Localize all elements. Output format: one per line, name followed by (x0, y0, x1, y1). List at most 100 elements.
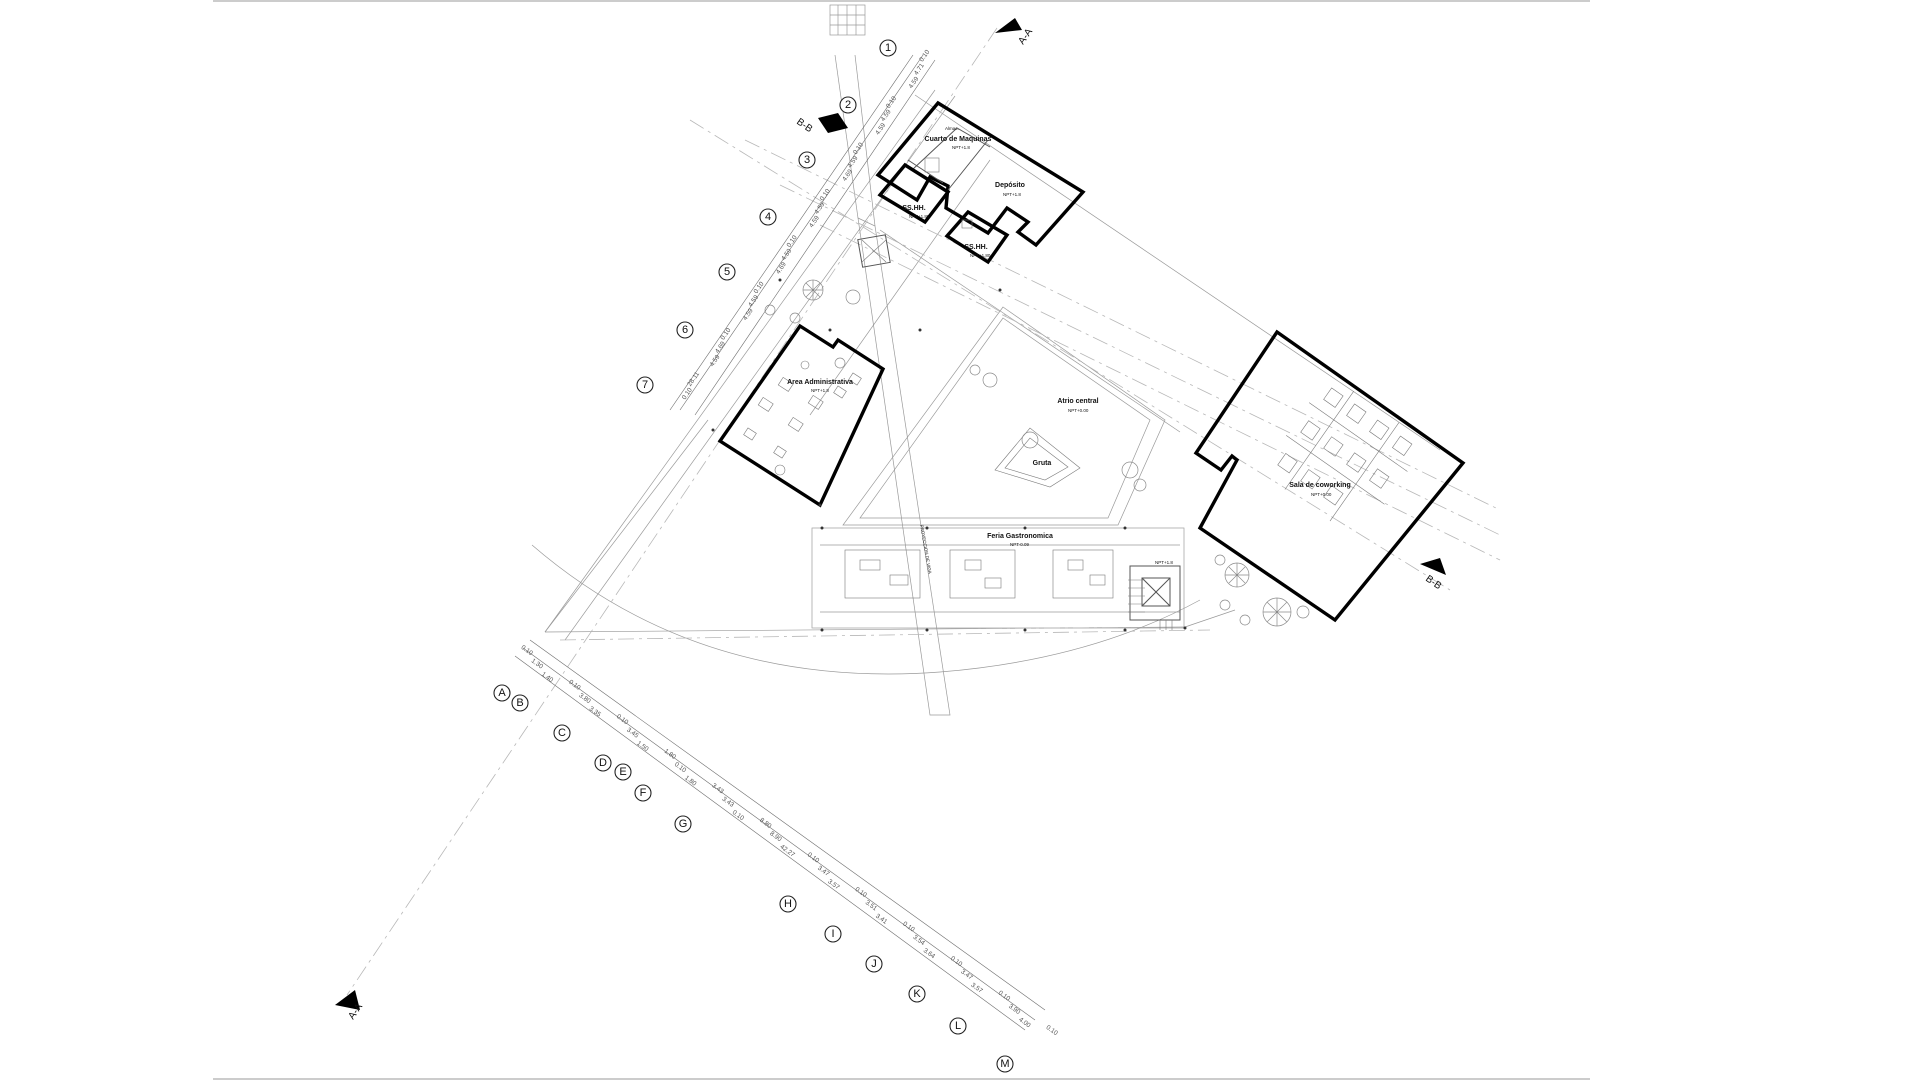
dimension-top-0: 0.10 (918, 49, 931, 64)
grid-bubble-G: G (674, 815, 692, 833)
svg-text:E: E (619, 766, 626, 778)
structural-grid (346, 27, 1501, 996)
room-sshh2-level: NPT+1.80 (970, 253, 991, 258)
svg-text:J: J (871, 958, 877, 970)
svg-text:D: D (599, 757, 607, 769)
dimension-left-10: 0.10 (673, 761, 688, 774)
grid-bubble-7: 7 (636, 376, 654, 394)
svg-text:6: 6 (682, 324, 688, 336)
dimension-top-22: 0.10 (681, 386, 694, 401)
svg-text:5: 5 (724, 266, 730, 278)
grid-bubble-D: D (594, 754, 612, 772)
room-sshh1-level: NPT+1.80 (909, 214, 930, 219)
dimension-top-6: 0.10 (852, 141, 865, 156)
admin-walls (717, 323, 886, 508)
site-outline (531, 4, 1441, 716)
grid-bubble-6: 6 (676, 321, 694, 339)
dimension-left-25: 3.54 (912, 934, 927, 947)
dimension-top-7: 4.59 (847, 155, 860, 170)
grid-bubble-J: J (865, 955, 883, 973)
grid-bubble-F: F (634, 784, 652, 802)
grid-bubble-M: M (996, 1055, 1014, 1073)
grid-bubble-I: I (824, 925, 842, 943)
dimension-left-13: 3.43 (721, 796, 736, 809)
svg-text:3: 3 (804, 154, 810, 166)
dimension-top-1: 4.71 (913, 62, 926, 77)
dimension-left-19: 3.47 (816, 865, 831, 878)
room-sshh2-name: SS.HH. (964, 244, 987, 251)
sshh2-walls (944, 209, 1010, 265)
dimension-top-17: 4.59 (742, 307, 755, 322)
dimension-left-26: 3.64 (922, 947, 937, 960)
section-bb-top-label: B-B (794, 116, 814, 135)
sshh1-walls (877, 162, 951, 225)
dimension-left-5: 3.35 (588, 705, 603, 718)
grid-bubble-1: 1 (879, 39, 897, 57)
svg-text:A: A (498, 687, 506, 699)
dimension-top-5: 4.59 (874, 122, 887, 137)
dimension-top-16: 4.59 (747, 294, 760, 309)
grid-bubbles-numbers: 1 2 3 4 5 6 7 (636, 39, 897, 394)
dimension-left-28: 3.47 (959, 968, 974, 981)
grid-bubble-3: 3 (798, 151, 816, 169)
svg-text:1: 1 (885, 42, 891, 54)
svg-text:B: B (516, 697, 523, 709)
coworking-walls (1193, 329, 1466, 623)
dimension-left-2: 1.40 (540, 671, 555, 684)
room-deposito-name: Depósito (995, 182, 1025, 189)
grid-bubble-B: B (511, 694, 529, 712)
room-admin-name: Area Administrativa (787, 379, 853, 386)
beam-projection-label: PROYECCION DE VIGA (919, 524, 933, 574)
dimension-top-2: 4.59 (907, 75, 920, 90)
grid-bubble-K: K (908, 985, 926, 1003)
dimension-left-8: 1.50 (635, 740, 650, 753)
dimension-left-33: 0.10 (1045, 1024, 1060, 1037)
landscape-plants (764, 279, 1310, 627)
svg-text:4: 4 (765, 211, 771, 223)
section-bb-bottom-label: B-B (1423, 573, 1443, 592)
grid-bubble-C: C (553, 724, 571, 742)
dimension-top-4: 4.59 (880, 108, 893, 123)
room-sshh1-name: SS.HH. (902, 205, 925, 212)
room-feria-level: NPT-0.09 (1010, 542, 1030, 547)
dimension-left-29: 3.57 (969, 982, 984, 995)
room-atrio-name: Atrio central (1057, 398, 1098, 405)
room-deposito-level: NPT+1.8 (1003, 192, 1021, 197)
svg-text:2: 2 (845, 99, 851, 111)
svg-text:G: G (679, 818, 688, 830)
dimension-top-21: 28.11 (686, 370, 701, 387)
svg-text:H: H (784, 898, 792, 910)
room-feria-name: Feria Gastronomica (987, 533, 1053, 540)
grid-bubble-5: 5 (718, 263, 736, 281)
grid-bubble-2: 2 (839, 96, 857, 114)
dimension-left-22: 3.51 (864, 899, 879, 912)
dimension-top-11: 4.59 (808, 214, 821, 229)
dimension-top-12: 0.10 (786, 234, 799, 249)
grid-bubble-H: H (779, 895, 797, 913)
interior-furniture (711, 157, 1413, 632)
svg-text:7: 7 (642, 379, 648, 391)
grid-bubble-L: L (949, 1017, 967, 1035)
svg-text:L: L (955, 1020, 961, 1032)
grid-bubble-A: A (493, 684, 511, 702)
dimension-left-0: 0.10 (520, 644, 535, 657)
service-block-walls (875, 100, 1086, 248)
room-npt-level: NPT+1.8 (1155, 560, 1173, 565)
room-coworking-level: NPT+0.00 (1311, 492, 1332, 497)
dimension-top-14: 4.69 (775, 261, 788, 276)
dimension-left-30: 0.10 (997, 990, 1012, 1003)
dimension-left-14: 0.10 (731, 809, 746, 822)
grid-bubble-4: 4 (759, 208, 777, 226)
room-gruta-name: Gruta (1033, 460, 1052, 467)
dimension-left-7: 3.45 (625, 727, 640, 740)
room-maquinas-small: Almac. (945, 126, 959, 131)
section-markers: A-A B-B B-B A-A (335, 18, 1446, 1022)
room-maquinas-name: Cuarto de Maquinas (925, 136, 992, 143)
dimension-left-32: 4.00 (1017, 1016, 1032, 1029)
building-walls (717, 100, 1466, 623)
svg-text:K: K (913, 988, 921, 1000)
svg-text:M: M (1000, 1058, 1009, 1070)
dimension-top-3: 0.10 (885, 95, 898, 110)
room-admin-level: NPT+1.8 (811, 388, 829, 393)
